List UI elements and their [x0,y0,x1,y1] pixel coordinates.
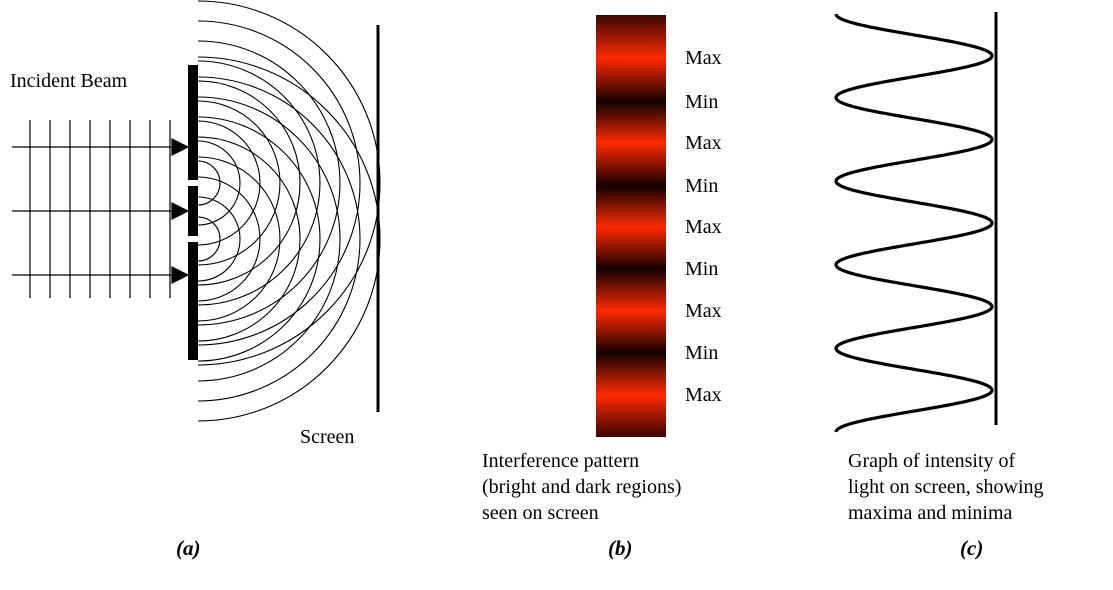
part-label-b: (b) [608,536,633,560]
fringe-label-1: Max [685,47,722,69]
double-slit-barrier [188,65,198,360]
fringe-label-8: Min [685,342,719,364]
fringe-label-2: Min [685,91,719,113]
fringe-label-6: Min [685,258,719,280]
fringe-label-7: Max [685,300,722,322]
interference-pattern-strip [596,15,666,437]
intensity-curve [834,13,994,433]
pattern-caption: Interference pattern (bright and dark re… [482,450,682,524]
part-label-c: (c) [960,536,984,560]
incident-rays [12,138,190,284]
fringe-label-3: Max [685,132,722,154]
slit-1-wavefronts [197,0,381,366]
graph-caption: Graph of intensity of light on screen, s… [848,450,1044,524]
screen-label: Screen [300,426,355,448]
part-label-a: (a) [176,536,201,560]
slit-2-wavefronts [197,56,381,422]
fringe-label-4: Min [685,175,719,197]
fringe-label-9: Max [685,384,722,406]
fringe-label-5: Max [685,216,722,238]
incident-wavefronts [29,120,171,298]
incident-beam-label: Incident Beam [10,70,128,92]
